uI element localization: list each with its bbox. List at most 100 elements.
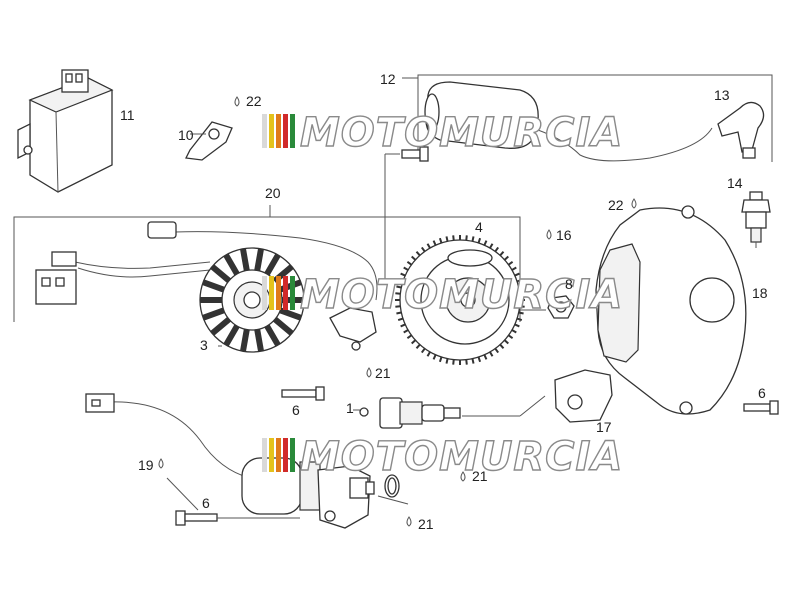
screw-6-right <box>743 400 779 415</box>
callout-17: 17 <box>596 419 612 435</box>
watermark-stripe <box>269 276 274 310</box>
watermark-stripe <box>269 114 274 148</box>
gear-tooth <box>397 317 404 322</box>
gear-tooth <box>432 240 437 246</box>
gear-tooth <box>471 236 475 242</box>
stator-tooth <box>240 329 250 352</box>
gear-tooth <box>483 354 488 360</box>
watermark-bottom: MOTOMURCIA <box>262 433 623 481</box>
gear-tooth <box>519 292 525 295</box>
group-12-bracket <box>402 74 773 162</box>
watermark-text: MOTOMURCIA <box>300 110 623 156</box>
screw-top <box>385 146 429 162</box>
gear-tooth <box>406 334 413 340</box>
stator-tooth <box>264 324 281 347</box>
watermark-stripe <box>276 438 281 472</box>
watermark-stripe <box>262 276 267 310</box>
watermark-top: MOTOMURCIA <box>262 109 623 157</box>
drop-icon <box>158 458 164 469</box>
gear-tooth <box>499 251 505 257</box>
gear-tooth <box>406 260 413 266</box>
gear-tooth <box>518 311 524 315</box>
stator-tooth <box>264 253 281 276</box>
gear-tooth <box>395 292 401 295</box>
callout-6: 6 <box>758 385 766 401</box>
callout-6: 6 <box>202 495 210 511</box>
gear-tooth <box>483 240 488 246</box>
gear-tooth <box>411 339 417 345</box>
watermark-stripe <box>283 276 288 310</box>
callout-21: 21 <box>375 365 391 381</box>
gear-tooth <box>397 278 404 283</box>
generator-cover <box>595 205 747 415</box>
gear-tooth <box>426 351 431 357</box>
pickup-sensor <box>329 307 377 351</box>
watermark-stripe <box>290 438 295 472</box>
watermark-stripe <box>262 114 267 148</box>
gear-tooth <box>426 243 431 249</box>
callout-14: 14 <box>727 175 743 191</box>
stator-tooth <box>279 307 302 321</box>
starter-bracket <box>462 369 613 423</box>
gear-tooth <box>403 329 409 334</box>
callout-19: 19 <box>138 457 154 473</box>
stator <box>199 247 305 353</box>
flywheel-teeth <box>395 235 525 365</box>
o-ring <box>384 474 400 498</box>
gear-tooth <box>518 285 524 289</box>
callout-18: 18 <box>752 285 768 301</box>
stator-tooth <box>254 248 264 271</box>
gear-tooth <box>420 246 426 253</box>
flywheel-nut <box>520 295 575 319</box>
gear-tooth <box>415 251 421 257</box>
stator-tooth <box>223 253 240 276</box>
starter-drive <box>359 397 461 429</box>
starter-motor-cable <box>85 393 251 479</box>
stator-tooth <box>240 248 250 271</box>
drop-icon <box>234 96 240 107</box>
callout-21: 21 <box>472 468 488 484</box>
callout-6: 6 <box>292 402 300 418</box>
drop-icon <box>366 367 372 378</box>
gear-tooth <box>420 347 426 354</box>
gear-tooth <box>411 255 417 261</box>
drop-icon <box>546 229 552 240</box>
stator-tooth <box>202 279 225 293</box>
gear-tooth <box>445 236 449 242</box>
callout-4: 4 <box>475 219 483 235</box>
gear-tooth <box>452 235 455 241</box>
callout-8: 8 <box>565 276 573 292</box>
gear-tooth <box>445 358 449 364</box>
gear-tooth <box>516 317 523 322</box>
gear-tooth <box>465 235 468 241</box>
watermark-stripe <box>276 114 281 148</box>
spark-plug-cap <box>717 101 765 159</box>
gear-tooth <box>489 243 494 249</box>
callout-11: 11 <box>120 107 135 123</box>
stator-tooth <box>273 316 294 336</box>
screw-6-lower <box>175 510 300 526</box>
stator-tooth <box>202 307 225 321</box>
stator-tooth <box>254 329 264 352</box>
gear-tooth <box>438 237 443 244</box>
gear-tooth <box>400 323 406 328</box>
drop-icon <box>631 198 637 209</box>
gear-tooth <box>507 260 514 266</box>
stator-wiring <box>35 221 378 305</box>
callout-22: 22 <box>608 197 624 213</box>
spark-plug <box>741 191 771 248</box>
gear-tooth <box>489 351 494 357</box>
watermark-stripe <box>283 438 288 472</box>
gear-tooth <box>494 347 500 354</box>
watermark-text: MOTOMURCIA <box>300 272 623 318</box>
callout-13: 13 <box>714 87 730 103</box>
gear-tooth <box>477 356 482 363</box>
group-20-bracket <box>13 205 521 322</box>
callout-12: 12 <box>380 71 396 87</box>
gear-tooth <box>499 343 505 349</box>
gear-tooth <box>396 311 402 315</box>
gear-tooth <box>503 255 509 261</box>
callout-1: 1 <box>346 400 354 416</box>
gear-tooth <box>494 246 500 253</box>
